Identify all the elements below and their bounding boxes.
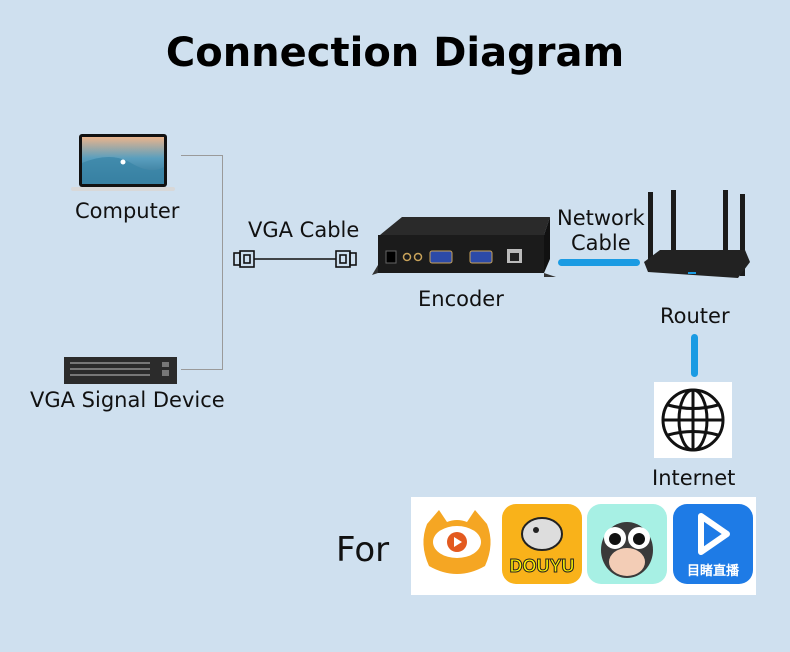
encoder-device-icon: [372, 215, 557, 280]
vga-cable-label: VGA Cable: [248, 218, 360, 242]
connector-line-device: [181, 369, 223, 370]
app-mudu-label: 目睹直播: [686, 564, 739, 579]
computer-laptop-icon: [71, 133, 175, 193]
vga-signal-device-label: VGA Signal Device: [30, 388, 225, 412]
globe-icon: [654, 382, 732, 458]
app-mudu-icon: 目睹直播: [673, 504, 753, 584]
computer-label: Computer: [75, 199, 180, 223]
network-cable-label-line2: Cable: [571, 231, 631, 255]
connector-line-computer: [181, 155, 223, 156]
vga-cable-icon: [232, 249, 358, 269]
app-huya-icon: [417, 504, 497, 584]
for-label: For: [336, 530, 390, 570]
svg-text:DOUYU: DOUYU: [509, 556, 574, 576]
router-label: Router: [660, 304, 730, 328]
internet-label: Internet: [652, 466, 736, 490]
platform-apps-panel: DOUYU 目睹直播: [411, 497, 756, 595]
diagram-title: Connection Diagram: [165, 30, 625, 76]
network-cable-line: [558, 259, 640, 266]
network-cable-label-line1: Network: [557, 206, 645, 230]
encoder-label: Encoder: [418, 287, 504, 311]
router-icon: [640, 190, 755, 290]
vga-signal-device-icon: [64, 357, 177, 384]
app-owl-icon: [587, 504, 667, 584]
router-internet-line: [691, 334, 698, 377]
connector-line-vertical: [222, 155, 223, 370]
app-douyu-icon: DOUYU: [502, 504, 582, 584]
